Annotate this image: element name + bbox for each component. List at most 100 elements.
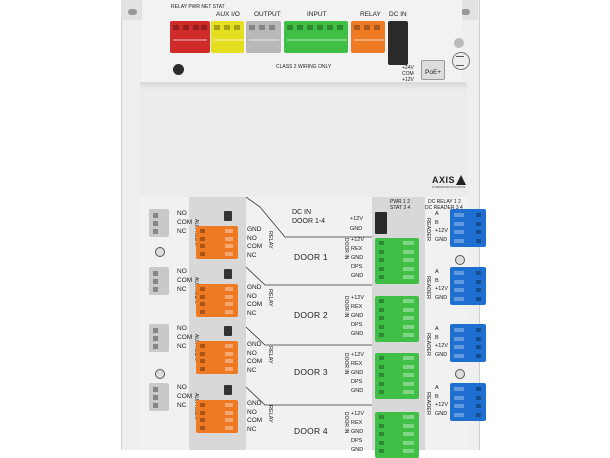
label-dc-relay: DC RELAY 1 2 xyxy=(428,199,461,205)
screw-icon xyxy=(454,38,464,48)
aux-relay-pin-label: NO xyxy=(177,210,187,217)
relay-pin-label: NC xyxy=(247,251,257,259)
door-io-pin-label: +12V xyxy=(351,411,364,417)
relay-pin-label: NO xyxy=(247,349,257,357)
wire-slot-icon xyxy=(225,251,233,256)
reader-terminal[interactable] xyxy=(450,209,486,247)
reader-pin-label: +12V xyxy=(435,228,448,234)
wire-slot-icon xyxy=(403,324,414,329)
reader-pin-label: B xyxy=(435,277,439,284)
top-terminal-screws xyxy=(173,25,384,41)
screw-icon xyxy=(153,395,158,400)
screw-icon xyxy=(476,387,481,391)
screw-icon xyxy=(200,359,205,363)
ground-symbol-icon xyxy=(456,56,464,66)
dc-door-terminal[interactable] xyxy=(375,212,387,234)
reader-terminal[interactable] xyxy=(450,383,486,421)
label-aux-io: AUX I/O xyxy=(216,11,240,18)
screw-icon xyxy=(200,425,205,430)
axis-logo-sub: COMMUNICATIONS xyxy=(432,185,466,189)
aux-relay-terminal[interactable] xyxy=(149,209,169,237)
wire-slot-icon xyxy=(454,328,464,332)
dip-switch[interactable] xyxy=(224,211,232,221)
relay-pin-label: NC xyxy=(247,366,257,374)
screw-icon xyxy=(200,344,205,348)
reader-pin-label: A xyxy=(435,269,439,275)
screw-icon xyxy=(379,316,384,320)
relay-vertical-label: RELAY xyxy=(267,405,273,423)
terminal-output[interactable] xyxy=(246,21,281,53)
aux-relay-terminal[interactable] xyxy=(149,383,169,411)
reset-button[interactable] xyxy=(173,64,184,75)
middle-cover xyxy=(140,82,467,199)
reader-pin-label: GND xyxy=(435,294,448,301)
relay-terminal[interactable] xyxy=(196,400,238,433)
terminal-dc-in[interactable] xyxy=(388,21,408,65)
wire-slot-icon xyxy=(225,309,233,314)
label-pwr-stat: PWR 1 2 xyxy=(390,199,411,205)
screw-icon xyxy=(476,412,481,417)
relay-vertical-label: RELAY xyxy=(267,346,273,364)
screw-icon xyxy=(153,336,158,341)
relay-terminal[interactable] xyxy=(196,284,238,317)
screw-icon xyxy=(200,251,205,256)
dip-switch[interactable] xyxy=(224,385,232,395)
door-io-pin-label: GND xyxy=(351,313,364,319)
door-io-pin-label: REX xyxy=(351,246,363,252)
axis-logo: AXIS xyxy=(432,175,456,185)
door-io-pin-label: DPS xyxy=(351,322,363,328)
wire-slot-icon xyxy=(225,366,233,371)
aux-relay-terminal[interactable] xyxy=(149,267,169,295)
aux-relay-terminal[interactable] xyxy=(149,324,169,352)
reader-pin-label: +12V xyxy=(435,286,448,292)
door-in-label: DOOR IN xyxy=(343,238,349,260)
wire-slot-icon xyxy=(454,271,464,275)
relay-terminal[interactable] xyxy=(196,226,238,259)
terminal-relay-pwr[interactable] xyxy=(170,21,210,53)
relay-pin-label: GND xyxy=(247,400,262,407)
screw-icon xyxy=(379,249,384,254)
wire-slot-icon xyxy=(225,410,233,415)
door-io-terminal[interactable] xyxy=(375,296,419,342)
relay-pin-label: GND xyxy=(247,226,262,233)
door-io-pin-label: GND xyxy=(351,388,364,394)
door-io-terminal[interactable] xyxy=(375,353,419,399)
terminal-input[interactable] xyxy=(284,21,348,53)
wire-slot-icon xyxy=(403,364,414,369)
door-io-pin-label: GND xyxy=(351,429,364,435)
poe-label: PoE+ xyxy=(425,69,442,76)
poe-port[interactable] xyxy=(421,60,445,80)
wire-slot-icon xyxy=(225,294,233,299)
relay-terminal[interactable] xyxy=(196,341,238,374)
aux-relay-pin-label: COM xyxy=(177,219,193,226)
wire-slot-icon xyxy=(225,418,233,422)
terminal-relay[interactable] xyxy=(351,21,385,53)
dip-switch[interactable] xyxy=(224,269,232,279)
axis-triangle-icon xyxy=(456,175,466,185)
aux-relay-pin-label: NO xyxy=(177,384,187,391)
reader-pin-label: B xyxy=(435,393,439,400)
reader-terminal[interactable] xyxy=(450,267,486,305)
aux-relay-pin-label: NC xyxy=(177,402,187,409)
wire-slot-icon xyxy=(403,423,414,428)
wire-slot-icon xyxy=(403,373,414,377)
screw-icon xyxy=(476,238,481,243)
aux-relay-pin-label: NO xyxy=(177,325,187,332)
screw-icon xyxy=(379,241,384,245)
reader-terminal[interactable] xyxy=(450,324,486,362)
door-io-terminal[interactable] xyxy=(375,238,419,284)
door-in-label: DOOR IN xyxy=(343,296,349,318)
wire-slot-icon xyxy=(403,275,414,279)
aux-relay-pin-label: NC xyxy=(177,343,187,350)
screw-icon xyxy=(379,432,384,436)
screw-icon xyxy=(379,390,384,394)
screw-icon xyxy=(379,324,384,329)
dip-switch[interactable] xyxy=(224,326,232,336)
terminal-aux-io[interactable] xyxy=(211,21,244,53)
door-io-pin-label: DPS xyxy=(351,264,363,270)
relay-pin-label: COM xyxy=(247,243,263,251)
label-relay: RELAY xyxy=(360,11,381,18)
screw-icon xyxy=(153,403,158,408)
screw-icon xyxy=(200,244,205,248)
relay-pin-label: NO xyxy=(247,292,257,300)
